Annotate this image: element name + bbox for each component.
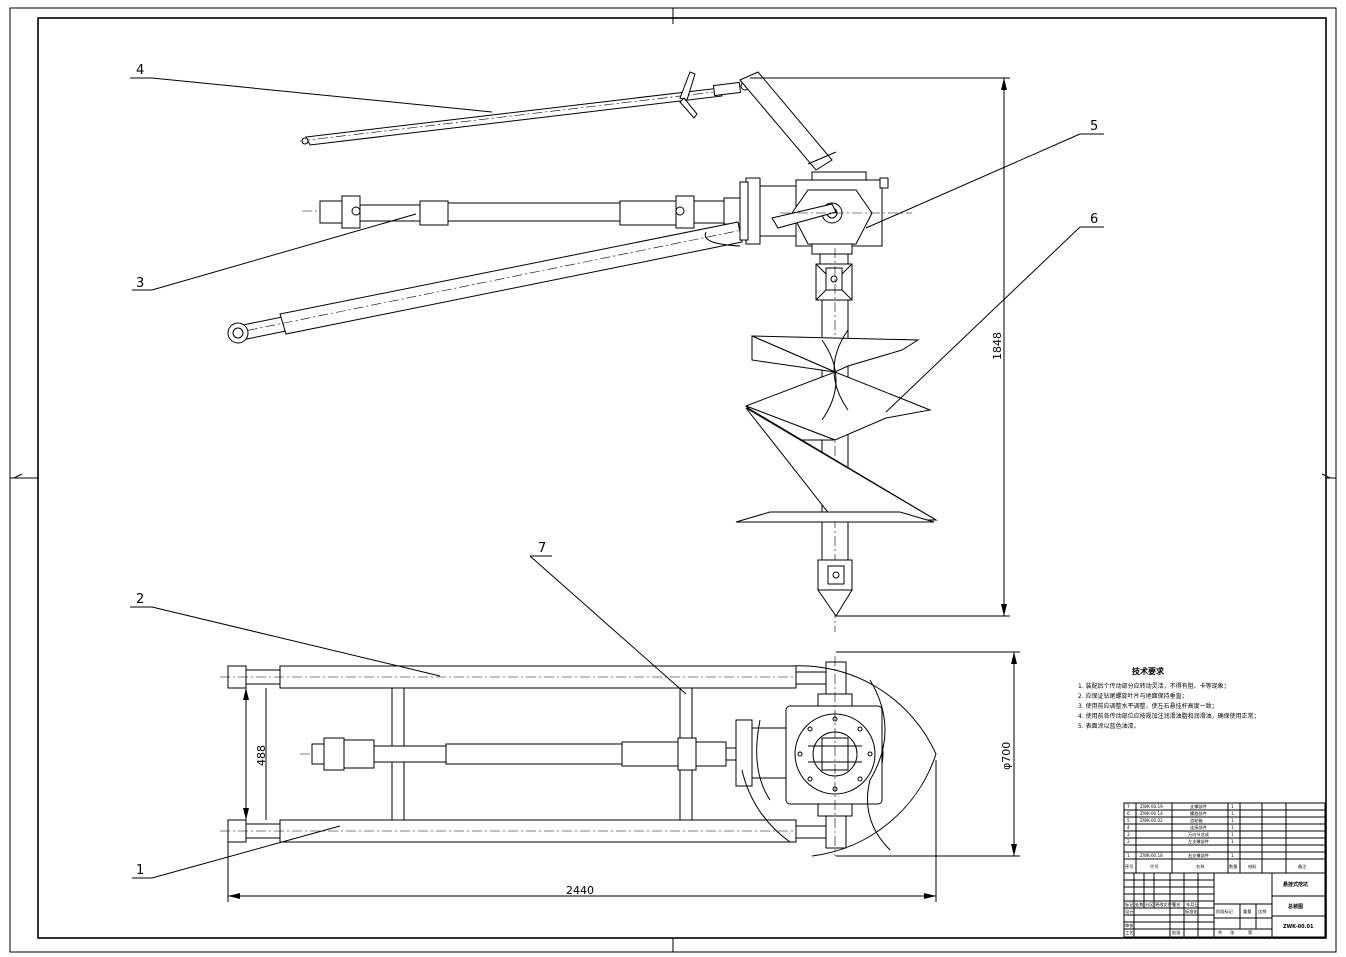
notes-title: 技术要求: [1132, 666, 1165, 676]
svg-text:签名: 签名: [1172, 901, 1180, 908]
width-dimension-label: 2440: [566, 884, 594, 897]
parts-list-row-1: 1 ZWK-00.18 右支撑部件 1: [1127, 852, 1234, 859]
balloon-7: 7: [538, 541, 546, 556]
note-2: 2. 应保证钻尾螺旋叶片与地面保持垂直；: [1078, 692, 1188, 700]
gearbox: [739, 171, 912, 255]
svg-text:7: 7: [1127, 804, 1130, 809]
parts-list-row-6: 6 ZWK-00.14 螺旋部件 1: [1127, 810, 1234, 817]
parts-list-row-2: 2 左支撑部件 1: [1127, 838, 1234, 845]
balloon-3: 3: [136, 276, 144, 291]
svg-text:1: 1: [1231, 839, 1234, 844]
svg-text:6: 6: [1127, 811, 1130, 816]
svg-text:设计: 设计: [1125, 908, 1133, 915]
upper-link-arm: [299, 71, 837, 171]
svg-text:名称: 名称: [1196, 863, 1204, 870]
svg-text:批准: 批准: [1172, 929, 1180, 936]
product-name: 悬挂式挖坑: [1282, 881, 1308, 888]
frame-width-dimension-label: 488: [255, 745, 268, 766]
centering-marks: [10, 8, 1336, 952]
pto-driveshaft: [302, 195, 760, 229]
svg-text:代号: 代号: [1150, 863, 1158, 870]
svg-text:分区: 分区: [1145, 901, 1153, 908]
drawing-name: 总装图: [1288, 903, 1303, 910]
balloon-1: 1: [136, 863, 144, 878]
svg-text:ZWK-00.18: ZWK-00.18: [1140, 853, 1163, 858]
parts-list-row-5: 5 ZWK-00.02 齿轮箱 1: [1127, 817, 1234, 824]
note-4: 4. 使用前各传动部位应按规加注润滑油脂和润滑油，确保使用正常；: [1078, 712, 1260, 720]
svg-text:重量: 重量: [1243, 908, 1251, 915]
svg-text:1: 1: [1127, 853, 1130, 858]
svg-text:支撑部件: 支撑部件: [1190, 803, 1207, 810]
plan-dimensions: [227, 651, 1020, 902]
balloon-6: 6: [1090, 212, 1098, 227]
balloon-2: 2: [136, 592, 144, 607]
balloon-5: 5: [1090, 119, 1098, 134]
title-block-labels: 标记 处数 分区 更改文件号 签名 年月日 设计 标准化 审核 工艺 批准 阶段…: [1125, 901, 1266, 936]
height-dimension-label: 1848: [991, 332, 1004, 360]
svg-text:万向节总成: 万向节总成: [1188, 831, 1209, 838]
parts-list-grid: [1123, 802, 1326, 874]
svg-text:备注: 备注: [1298, 863, 1307, 870]
frame-plan-view: [220, 656, 937, 857]
svg-text:1: 1: [1231, 825, 1234, 830]
svg-text:序号: 序号: [1125, 863, 1133, 870]
svg-text:张: 张: [1230, 929, 1235, 936]
svg-text:更改文件号: 更改文件号: [1155, 901, 1176, 908]
parts-list-header: 序号 代号 名称 数量 材料 备注: [1125, 863, 1307, 870]
svg-text:标准化: 标准化: [1185, 908, 1198, 915]
svg-text:比例: 比例: [1258, 908, 1266, 915]
svg-text:第: 第: [1248, 929, 1252, 936]
title-block-grid: [1123, 872, 1326, 938]
svg-text:左支撑部件: 左支撑部件: [1188, 838, 1209, 845]
svg-text:4: 4: [1127, 825, 1130, 830]
leader-lines: [130, 77, 1104, 879]
svg-text:审核: 审核: [1125, 922, 1134, 929]
svg-text:ZWK-00.02: ZWK-00.02: [1140, 818, 1163, 823]
svg-text:数量: 数量: [1229, 863, 1237, 870]
svg-text:1: 1: [1231, 832, 1234, 837]
svg-text:2: 2: [1127, 839, 1130, 844]
svg-text:标记: 标记: [1125, 901, 1134, 908]
svg-text:连接部件: 连接部件: [1190, 824, 1207, 831]
lower-link-arm: [227, 221, 753, 344]
svg-text:1: 1: [1231, 804, 1234, 809]
svg-text:工艺: 工艺: [1125, 930, 1133, 935]
note-5: 5. 表面涂以蓝色油漆。: [1078, 722, 1140, 730]
svg-text:ZWK-00.14: ZWK-00.14: [1140, 811, 1163, 816]
svg-text:材料: 材料: [1248, 863, 1257, 870]
parts-list-row-3: 3 万向节总成 1: [1127, 831, 1234, 838]
svg-text:齿轮箱: 齿轮箱: [1190, 817, 1203, 824]
note-3: 3. 使用前应调整水平调整，使左右悬挂杆高度一致；: [1078, 702, 1218, 710]
svg-text:5: 5: [1127, 818, 1130, 823]
svg-text:阶段标记: 阶段标记: [1216, 908, 1234, 915]
svg-text:共: 共: [1218, 929, 1222, 936]
svg-text:ZWK-00.19: ZWK-00.19: [1140, 804, 1163, 809]
svg-text:处数: 处数: [1135, 901, 1144, 908]
balloon-4: 4: [136, 63, 144, 78]
svg-text:1: 1: [1231, 811, 1234, 816]
note-1: 1. 装配后个传动部分应转动灵活，不得有阻、卡等现象；: [1078, 682, 1230, 690]
svg-text:年月日: 年月日: [1186, 901, 1199, 908]
svg-text:1: 1: [1231, 853, 1234, 858]
drawing-number: ZWK-00.01: [1283, 924, 1314, 930]
svg-text:3: 3: [1127, 832, 1130, 837]
svg-text:螺旋部件: 螺旋部件: [1190, 810, 1207, 817]
svg-text:1: 1: [1231, 818, 1234, 823]
parts-list-row-4: 4 连接部件 1: [1127, 824, 1234, 831]
auger: [735, 248, 938, 632]
parts-list-row-7: 7 ZWK-00.19 支撑部件 1: [1127, 803, 1234, 810]
auger-diameter-dimension-label: φ700: [1000, 742, 1013, 770]
svg-text:右支撑部件: 右支撑部件: [1188, 852, 1209, 859]
